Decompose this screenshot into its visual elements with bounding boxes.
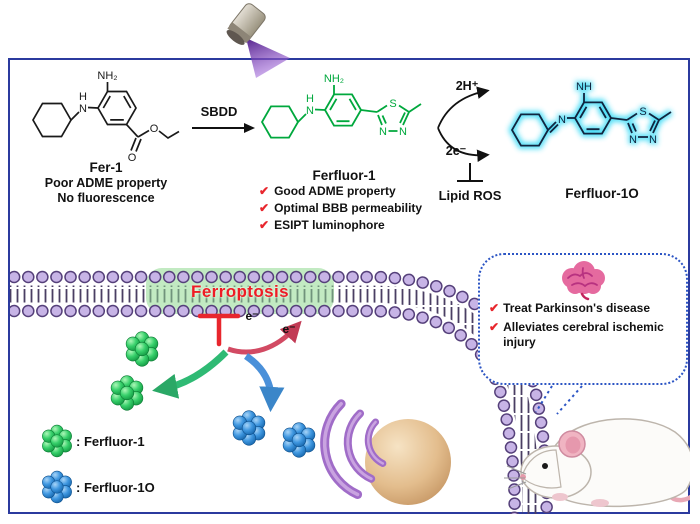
mouse-nose [520, 474, 526, 480]
legend-ferfluor1o-label: : Ferfluor-1O [76, 480, 155, 495]
brain-icon [554, 258, 612, 307]
fer1-name: Fer-1 [89, 160, 123, 175]
sbdd-label: SBDD [200, 104, 238, 119]
ferroptosis-label: Ferroptosis [191, 282, 289, 301]
cell-scene [10, 268, 690, 514]
ferfluor1o-name: Ferfluor-1O [565, 186, 639, 201]
benefit-row: ✔ Alleviates cerebral ischemic injury [489, 320, 677, 350]
green-cluster-icon [125, 331, 159, 367]
fer1-atom-n: N [79, 103, 87, 115]
ferfluor1-atom-n3: N [399, 126, 407, 138]
legend-ferfluor1-label: : Ferfluor-1 [76, 434, 145, 449]
ferfluor1o-atom-n: N [558, 114, 566, 126]
protons-label: 2H⁺ [455, 79, 479, 93]
blue-cluster-icon [282, 422, 316, 458]
glow-text: N [558, 114, 566, 126]
ferfluor1-atom-h: H [306, 93, 314, 105]
speech-bubble-tail [535, 385, 583, 415]
fer1-desc1: Poor ADME property [44, 176, 168, 190]
ferfluor1-arrow [152, 349, 229, 399]
electron-label: e⁻ [282, 322, 296, 336]
glow-text: N [629, 134, 637, 146]
uv-beam [246, 38, 290, 78]
glow-text: S [639, 106, 646, 118]
organelle-sphere [365, 419, 451, 505]
fer1-desc2: No fluorescence [57, 191, 155, 205]
green-cluster-icon [110, 375, 144, 411]
benefit-row: ✔ Treat Parkinson's disease [489, 301, 677, 316]
fer1-atom-h: H [79, 91, 87, 103]
lipid-ros-label: Lipid ROS [438, 188, 502, 203]
legend-green-cluster-icon [41, 424, 73, 458]
electron-transfer-arrow [227, 320, 302, 355]
ferfluor1-structure: H N NH₂ S N N [260, 73, 422, 139]
legend-blue-cluster-icon [41, 470, 73, 504]
redox-arrows [437, 86, 490, 182]
ferfluor1-name: Ferfluor-1 [312, 168, 376, 183]
ferfluor1-atom-n: N [306, 105, 314, 117]
electrons-label: 2e⁻ [445, 144, 467, 158]
check-icon: ✔ [489, 320, 500, 334]
ferfluor1-properties-list: ✔ Good ADME property ✔ Optimal BBB perme… [259, 183, 422, 234]
ferfluor1o-atom-n4: N [629, 134, 637, 146]
uv-lamp-icon [226, 3, 290, 78]
ferfluor1-atom-nh2: NH₂ [324, 73, 344, 85]
mouse-eye [542, 463, 548, 469]
blue-cluster-icon [232, 410, 266, 446]
property-row: ✔ Good ADME property [259, 183, 422, 200]
check-icon: ✔ [259, 218, 270, 232]
organelle-stack-icon [320, 399, 387, 499]
property-label: Good ADME property [274, 184, 396, 198]
ferfluor1-atom-n4: N [379, 126, 387, 138]
property-row: ✔ ESIPT luminophore [259, 217, 422, 234]
property-label: ESIPT luminophore [274, 218, 385, 232]
electron-label: e⁻ [245, 309, 259, 323]
property-label: Optimal BBB permeability [274, 201, 423, 215]
fer1-atom-o2: O [150, 123, 159, 135]
sbdd-arrow [192, 123, 255, 133]
lipid-ros-inhibition [457, 163, 483, 182]
fer1-atom-nh2: NH₂ [97, 70, 117, 82]
glow-text: N [649, 134, 657, 146]
glow-text: NH [576, 81, 592, 93]
benefit-label: Alleviates cerebral ischemic injury [503, 320, 664, 349]
ferfluor1o-arrow [243, 353, 285, 413]
speech-bubble: ✔ Treat Parkinson's disease ✔ Alleviates… [478, 253, 688, 385]
ferfluor1o-atom-s: S [639, 106, 646, 118]
mouse-illustration [504, 418, 690, 508]
check-icon: ✔ [489, 301, 500, 315]
ferfluor1o-structure: N NH S N N N NH S N [508, 80, 673, 149]
check-icon: ✔ [259, 201, 270, 215]
property-row: ✔ Optimal BBB permeability [259, 200, 422, 217]
inhibition-symbol [197, 313, 241, 347]
ferfluor1o-atom-nh: NH [576, 81, 592, 93]
check-icon: ✔ [259, 184, 270, 198]
benefit-label: Treat Parkinson's disease [503, 301, 650, 315]
ferfluor1o-atom-n3: N [649, 134, 657, 146]
fer1-structure: H N NH₂ O O [32, 70, 180, 164]
ferfluor1-atom-s: S [389, 98, 396, 110]
fer1-atom-o1: O [128, 152, 137, 164]
